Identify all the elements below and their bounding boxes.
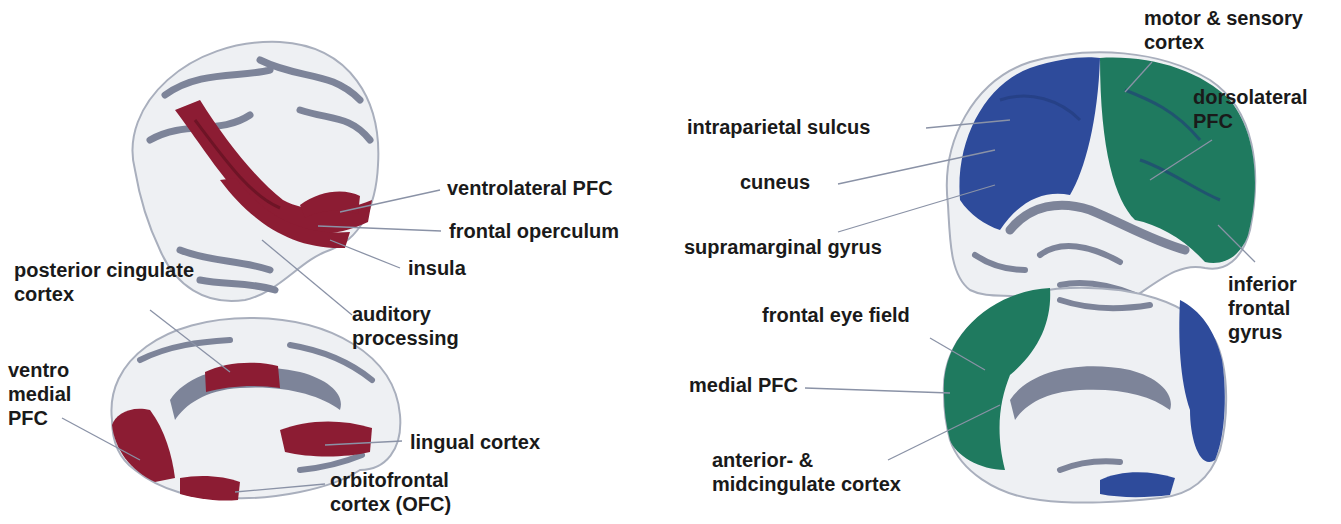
region-label: frontal operculum bbox=[449, 219, 679, 243]
region-label: medial PFC bbox=[689, 373, 829, 397]
region-label: ventrolateral PFC bbox=[447, 176, 667, 200]
region-label: lingual cortex bbox=[410, 430, 590, 454]
region-label: supramarginal gyrus bbox=[684, 235, 924, 259]
region-label: insula bbox=[408, 256, 528, 280]
region-label: dorsolateral PFC bbox=[1193, 85, 1328, 133]
medial-brain-right bbox=[944, 288, 1226, 503]
region-label: orbitofrontal cortex (OFC) bbox=[330, 468, 500, 516]
region-label: posterior cingulate cortex bbox=[14, 258, 204, 306]
region-label: frontal eye field bbox=[762, 303, 972, 327]
region-label: cuneus bbox=[740, 170, 860, 194]
region-label: anterior- & midcingulate cortex bbox=[712, 448, 937, 496]
leader-lines bbox=[62, 62, 1255, 492]
region-label: auditory processing bbox=[352, 302, 482, 350]
region-label: inferior frontal gyrus bbox=[1228, 272, 1333, 344]
region-label: motor & sensory cortex bbox=[1144, 6, 1336, 54]
region-label: ventro medial PFC bbox=[8, 358, 88, 430]
region-label: intraparietal sulcus bbox=[687, 115, 927, 139]
